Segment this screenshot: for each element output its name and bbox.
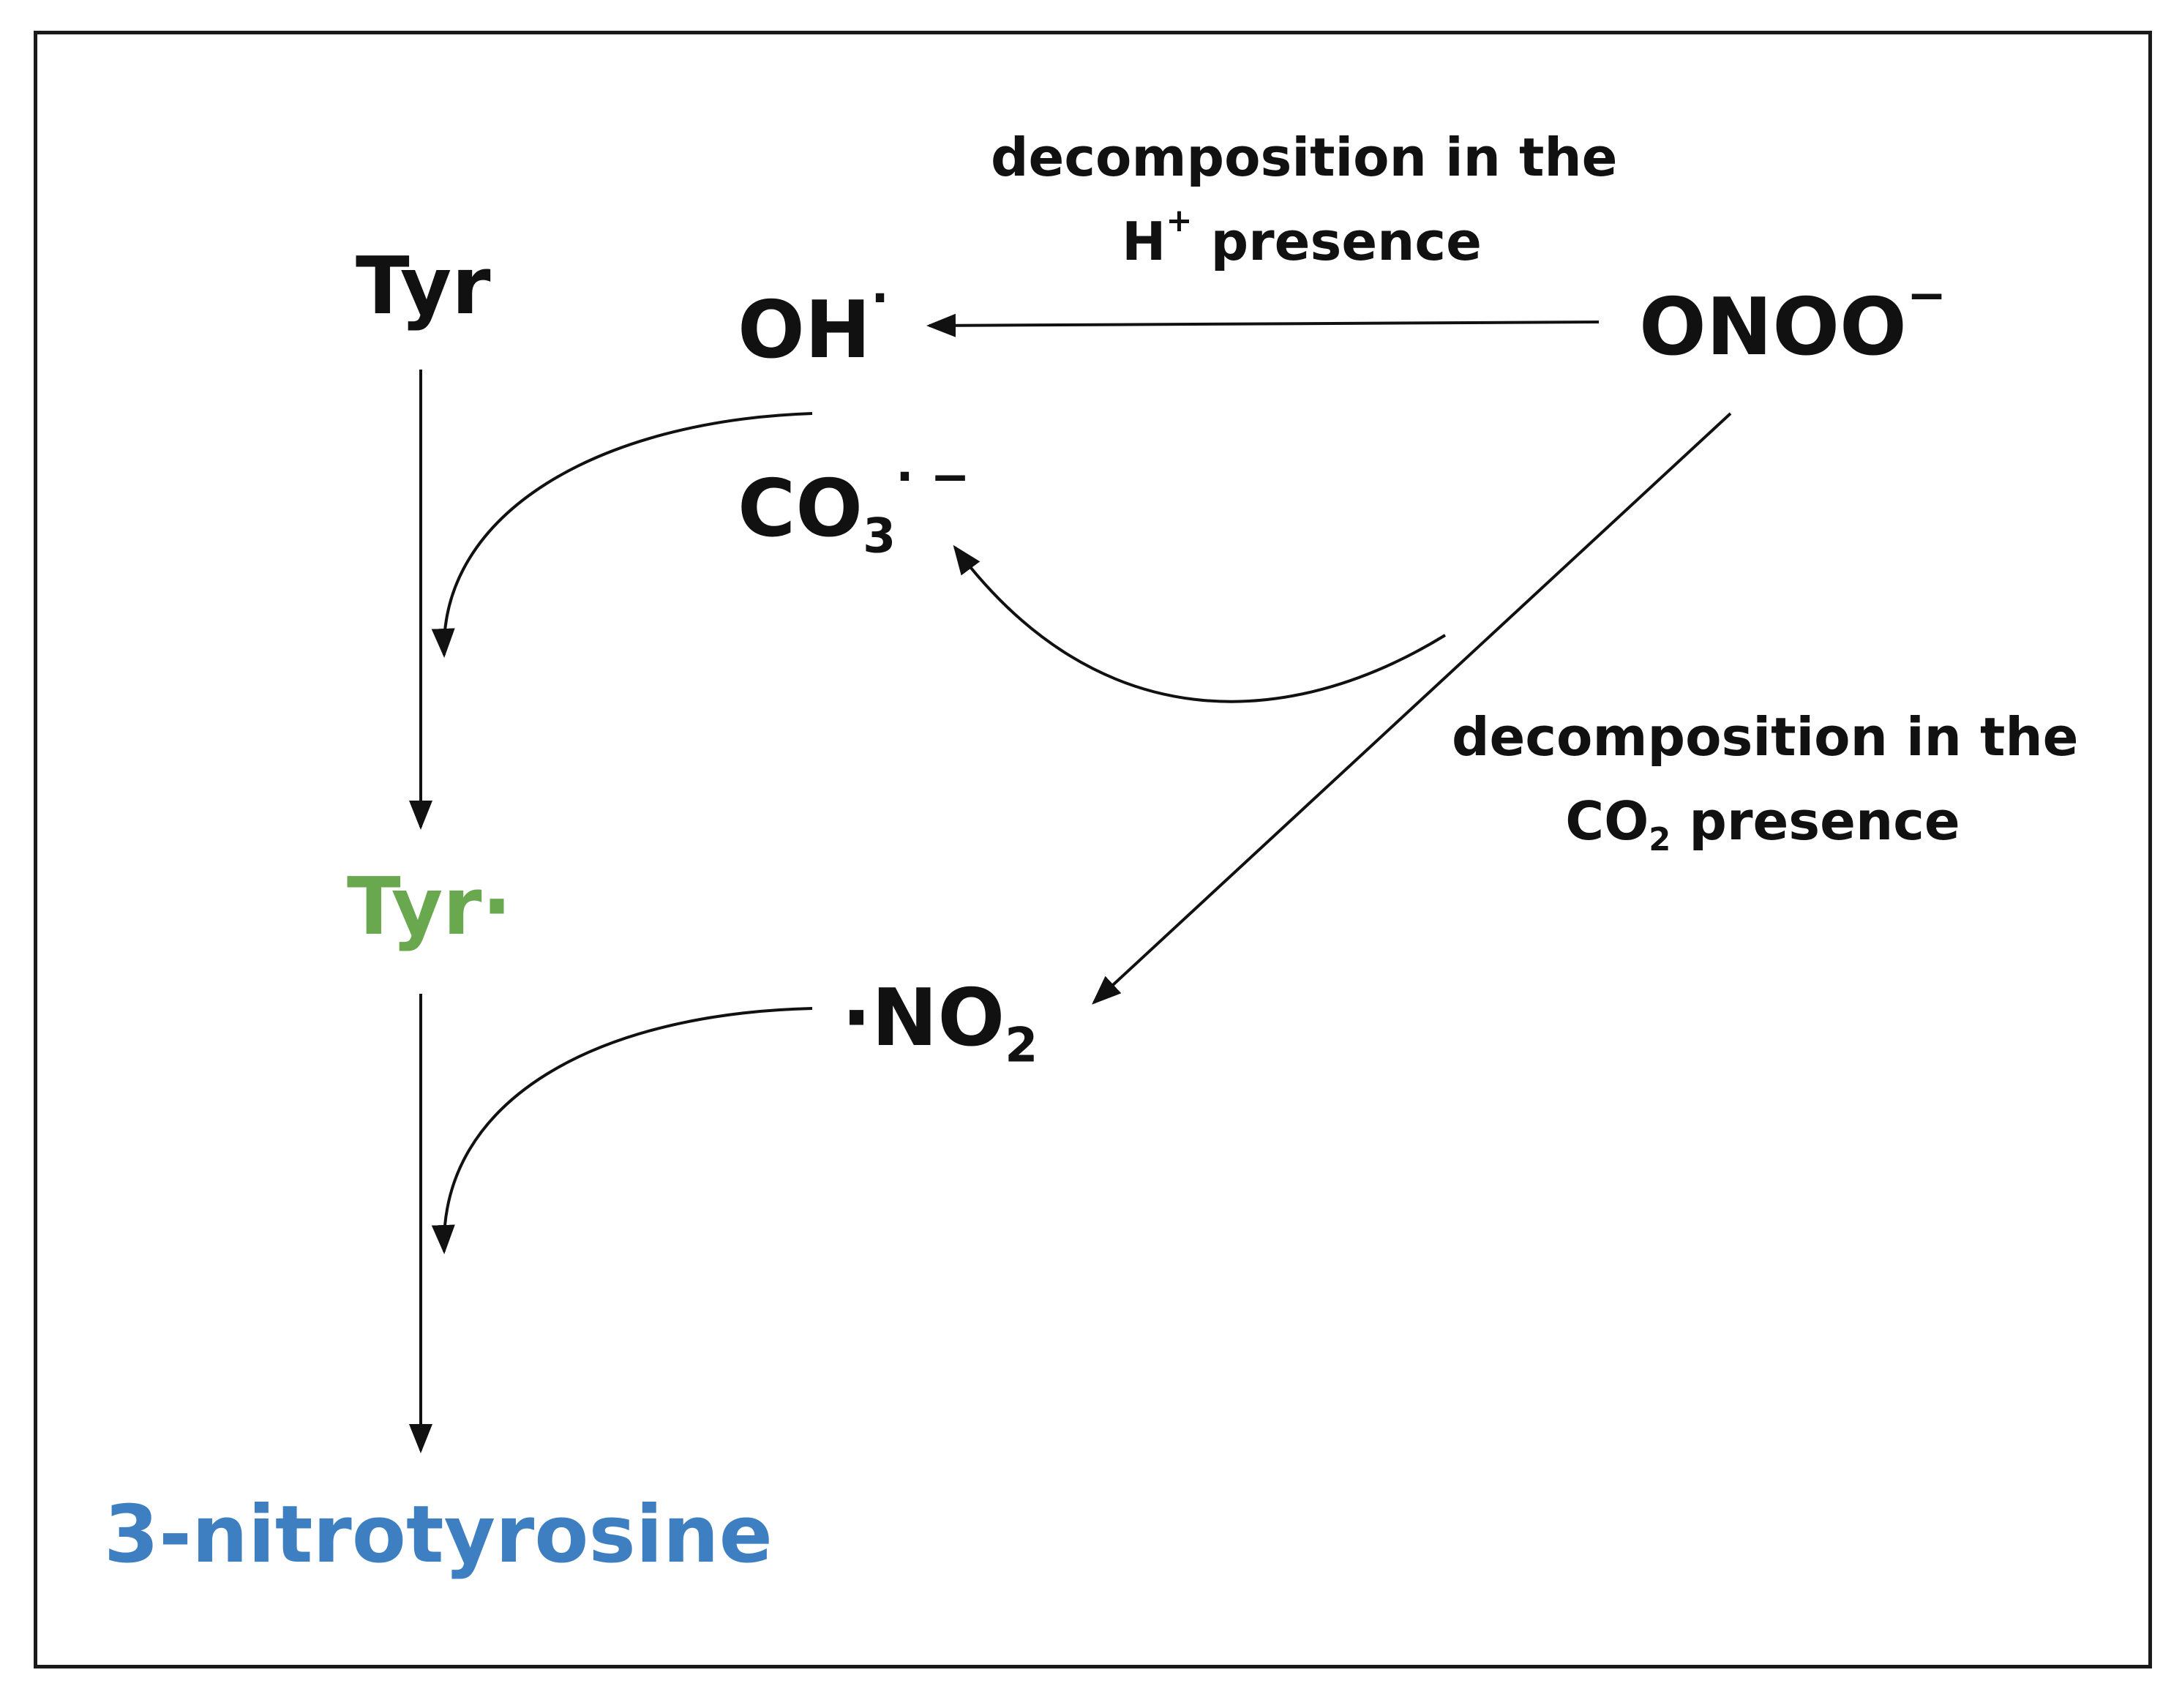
species-peroxynitrite: ONOO−	[1639, 272, 1946, 367]
annotation-h-line2: H+ presence	[991, 200, 1613, 284]
species-tyr: Tyr	[356, 241, 491, 332]
co3-charge: · −	[896, 449, 970, 505]
annotation-co2-line1: decomposition in the	[1452, 706, 2079, 768]
no2-formula: NO	[871, 973, 1005, 1064]
h-ion: H	[1122, 211, 1166, 273]
no2-subscript: 2	[1005, 1018, 1038, 1074]
co3-formula: CO	[738, 463, 863, 555]
annotation-h-line1: decomposition in the	[991, 127, 1618, 188]
h-ion-charge: +	[1166, 203, 1193, 240]
species-nitrogen-dioxide: ·NO2	[841, 979, 1038, 1070]
no2-radical-dot: ·	[841, 973, 872, 1064]
annotation-co2-decomposition: decomposition in the CO2 presence	[1452, 695, 2079, 864]
oh-formula: OH	[738, 285, 871, 376]
species-hydroxyl-radical: OH·	[738, 275, 889, 370]
onoo-formula: ONOO	[1639, 282, 1907, 373]
co3-subscript: 3	[863, 509, 896, 564]
diagram-frame	[34, 31, 2152, 1668]
arrow-onoo-to-oh	[926, 313, 1600, 337]
annotation-co2-line2: CO2 presence	[1452, 779, 2074, 864]
arrow-onoo-to-no2	[1092, 412, 1732, 1005]
species-3-nitrotyrosine: 3-nitrotyrosine	[104, 1489, 773, 1581]
arrow-oh-co3-to-tyr-curve	[431, 412, 813, 658]
arrow-no2-to-tyr-radical-curve	[431, 1007, 813, 1254]
oh-radical-dot: ·	[871, 271, 889, 326]
species-tyr-radical: Tyr·	[347, 861, 512, 953]
annotation-co2-presence: presence	[1671, 790, 1960, 853]
co2-subscript: 2	[1649, 822, 1671, 859]
arrow-to-co3-curve	[953, 544, 1447, 703]
annotation-h-presence: presence	[1192, 211, 1482, 273]
onoo-charge: −	[1906, 268, 1947, 323]
co2-formula: CO	[1565, 790, 1649, 853]
species-carbonate-radical: CO3· −	[738, 454, 970, 561]
annotation-h-decomposition: decomposition in the H+ presence	[991, 116, 1618, 284]
